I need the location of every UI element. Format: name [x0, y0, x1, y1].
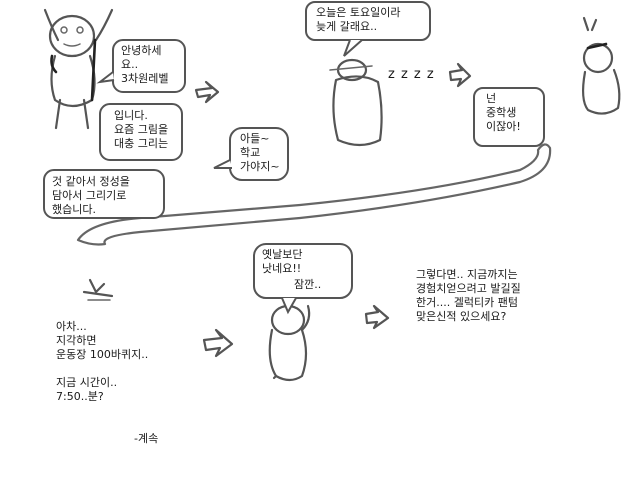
greeting-bubble-text: 안녕하세 요.. 3차원레벨	[121, 44, 169, 85]
effort-bubble-text: 것 같아서 정성을 담아서 그리기로 했습니다.	[52, 175, 130, 216]
walking-character	[268, 304, 311, 382]
late-narration-text: 아차... 지각하면 운동장 100바퀴지.. 지금 시간이.. 7:50..분…	[56, 320, 149, 403]
ribbon-path	[76, 143, 552, 246]
arrow-icon	[194, 80, 220, 104]
sleeping-character	[329, 58, 383, 147]
saturday-bubble-text: 오늘은 토요일이라 늦게 갈래요..	[316, 6, 401, 33]
arrow-icon	[202, 328, 234, 358]
intro-bubble-text: 입니다. 요즘 그림을 대충 그리는	[114, 109, 169, 150]
alarm-clock-icon	[82, 278, 114, 301]
continued-text: -계속	[134, 432, 159, 445]
question-text: 그렇다면.. 지금까지는 경험치얻으려고 발길질 한거.... 겔럭티카 팬텀 …	[416, 268, 521, 323]
snore-text: z z z z	[388, 67, 435, 82]
wait-bubble-text: 잠깐..	[294, 278, 322, 291]
student-bubble-text: 넌 중학생 이잖아!	[486, 92, 521, 133]
arrow-icon	[364, 304, 390, 330]
standing-character	[581, 16, 621, 115]
cheering-character	[43, 8, 114, 130]
mom-bubble-text: 아들~ 학교 가야지~	[240, 132, 280, 173]
better-bubble-text: 옛날보단 낫네요!!	[262, 248, 303, 275]
arrow-icon	[448, 62, 472, 88]
